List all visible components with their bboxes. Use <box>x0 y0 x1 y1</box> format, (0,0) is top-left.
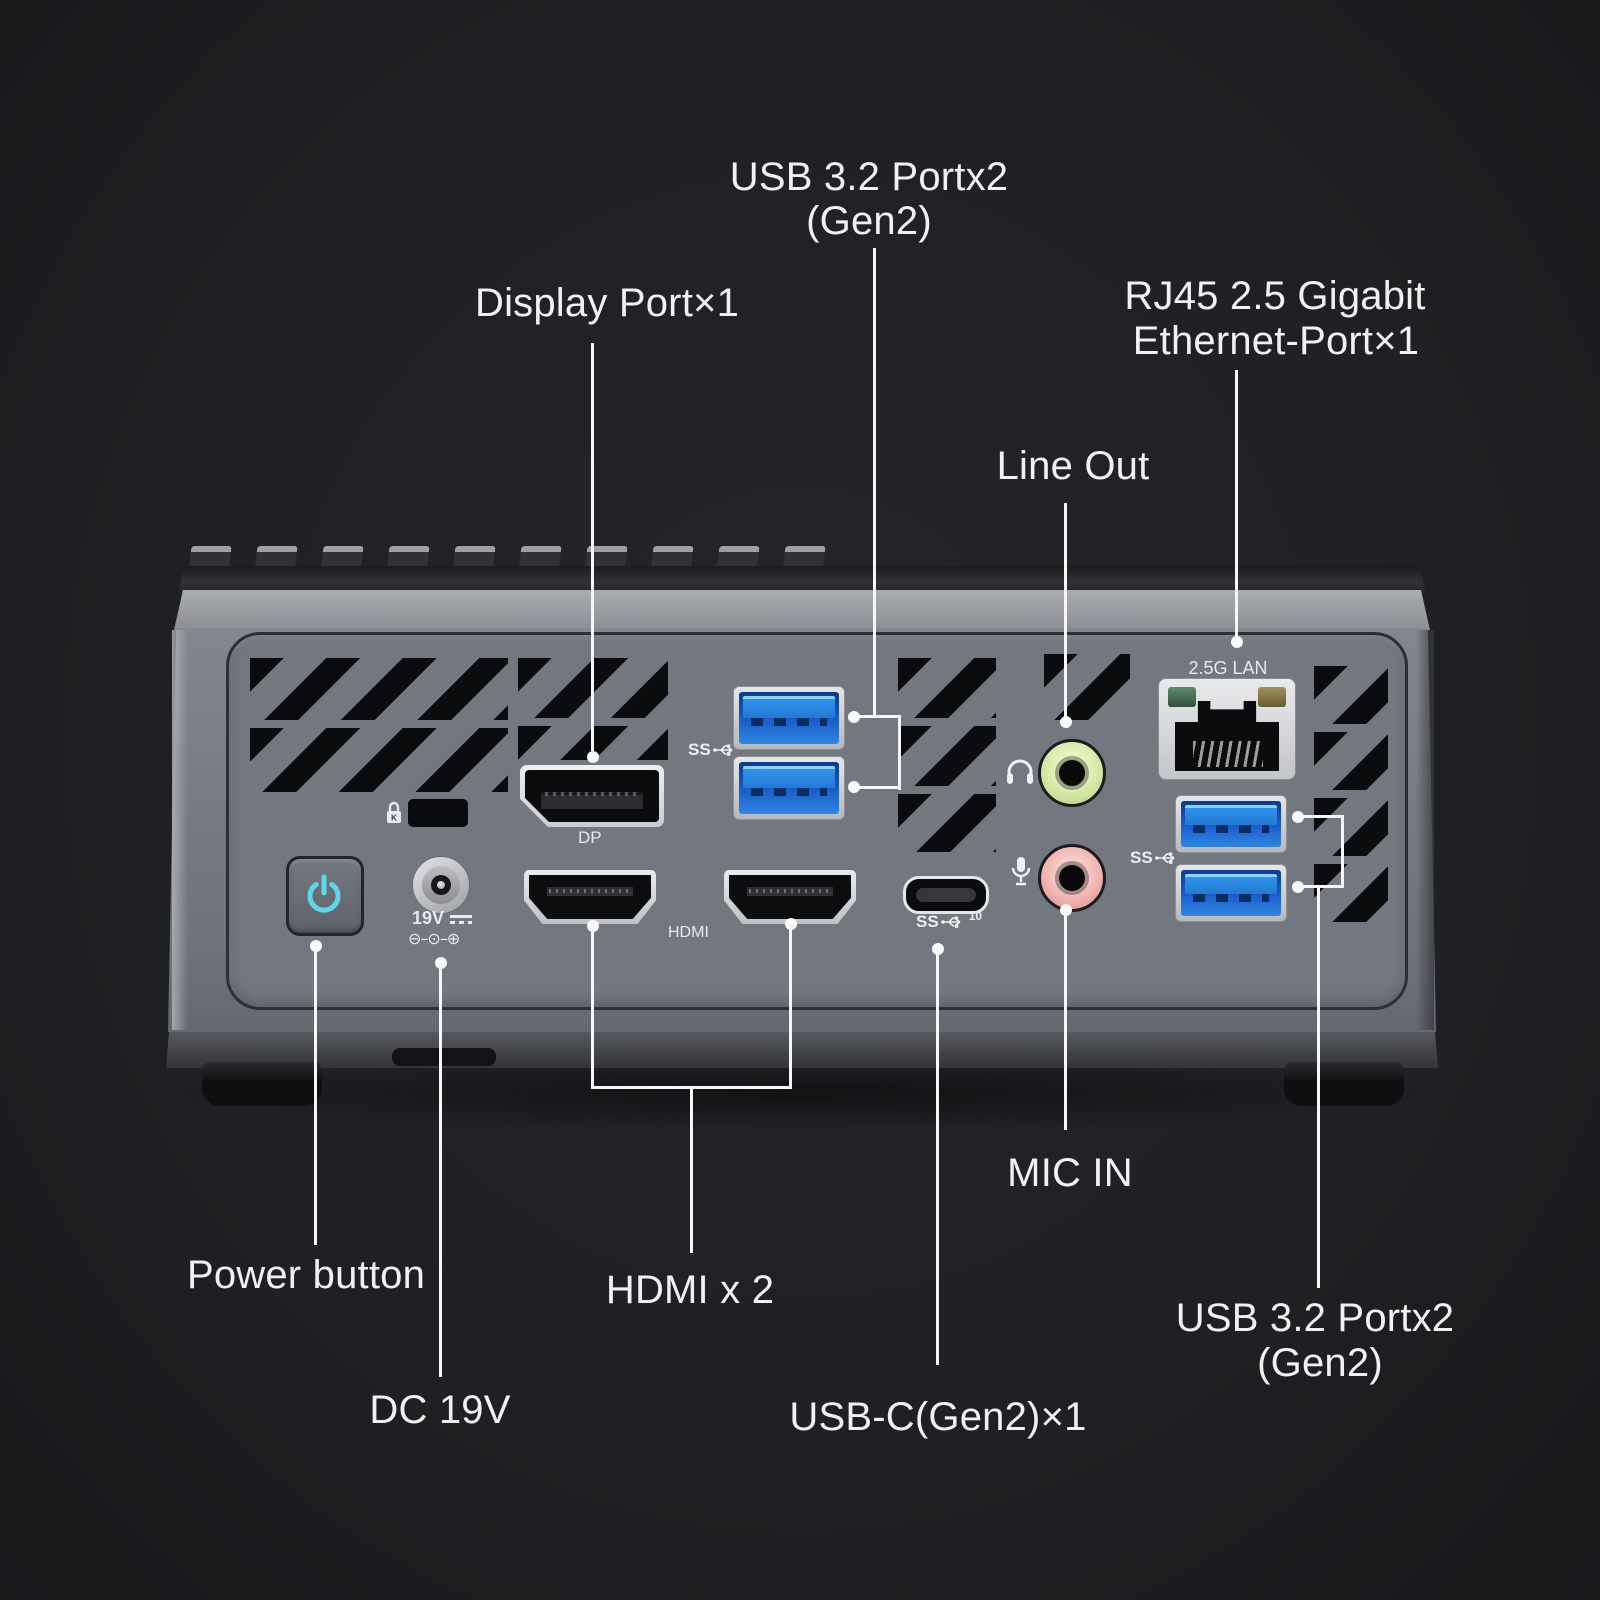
usb-c-port <box>903 876 989 914</box>
rj45-led-green <box>1168 687 1196 707</box>
label-rj45-line2: Ethernet-Port×1 <box>1132 319 1420 363</box>
mic-in-jack <box>1038 844 1106 912</box>
callout-bracket-hdmi <box>591 1086 792 1089</box>
vent-grille <box>250 728 508 792</box>
label-usb-c: USB-C(Gen2)×1 <box>789 1395 1087 1439</box>
callout-line-hdmi2 <box>789 924 792 1089</box>
callout-line-usb-right <box>1317 888 1320 1288</box>
dc-polarity-marking: ⊖–⊙–⊕ <box>408 929 460 948</box>
callout-dot-displayport <box>587 751 599 763</box>
vent-grille <box>1314 732 1388 790</box>
callout-line-lineout <box>1064 503 1067 719</box>
dc-voltage-marking: 19V <box>402 908 482 929</box>
rj45-led-amber <box>1258 687 1286 707</box>
usb-ss-icon <box>1154 852 1175 864</box>
callout-line-mic <box>1064 910 1067 1130</box>
label-dc-19v: DC 19V <box>369 1388 511 1432</box>
callout-bracket-usb-top <box>898 715 901 790</box>
label-usb-top-line1: USB 3.2 Portx2 <box>729 155 1009 199</box>
usb-a-port-4 <box>1175 864 1287 922</box>
usb-a-port-1 <box>733 686 845 750</box>
label-hdmi-x2: HDMI x 2 <box>605 1268 775 1312</box>
usb-ss-marking-left: SS <box>688 740 739 760</box>
callout-dot-rj45 <box>1231 636 1243 648</box>
label-mic-in: MIC IN <box>1007 1151 1133 1195</box>
callout-line-usbc <box>936 949 939 1365</box>
chassis-top-edge <box>178 566 1426 594</box>
dc-jack-pin <box>437 881 445 889</box>
callout-line-hdmi1 <box>591 926 594 1089</box>
label-rj45-line1: RJ45 2.5 Gigabit <box>1124 274 1426 318</box>
vent-grille <box>250 658 508 720</box>
callout-dot-usb2 <box>848 781 860 793</box>
microphone-icon <box>1011 857 1031 886</box>
callout-line-usb-top <box>873 248 876 717</box>
displayport-port <box>520 765 664 827</box>
chassis-left-highlight <box>172 630 188 1030</box>
line-out-jack <box>1038 739 1106 807</box>
label-usb-right-line1: USB 3.2 Portx2 <box>1175 1296 1455 1340</box>
headphone-icon <box>1007 759 1033 784</box>
callout-line-power <box>314 946 317 1245</box>
vent-grille <box>1314 798 1388 856</box>
label-display-port: Display Port×1 <box>474 281 740 325</box>
kensington-lock-icon: K <box>387 801 401 823</box>
vent-grille <box>898 658 996 718</box>
callout-bracket-usb-right <box>1341 815 1344 888</box>
dc-current-symbol <box>450 914 473 924</box>
vent-grille <box>1044 654 1130 720</box>
power-icon <box>307 874 341 913</box>
rj45-pins <box>1193 741 1263 767</box>
label-usb-right-line2: (Gen2) <box>1257 1341 1383 1385</box>
device-rear-foot <box>392 1048 496 1066</box>
callout-dot-lineout <box>1060 716 1072 728</box>
usb-ss-icon <box>940 916 961 928</box>
power-button <box>286 856 364 936</box>
hdmi-port-2 <box>724 870 856 924</box>
vent-grille <box>1314 864 1388 922</box>
displayport-cavity <box>525 770 659 822</box>
vent-grille <box>1314 666 1388 724</box>
dp-marking: DP <box>578 828 602 847</box>
callout-bracket-usb-top <box>855 786 901 789</box>
chassis-bottom-edge <box>166 1032 1438 1068</box>
hdmi-marking: HDMI <box>668 924 709 941</box>
callout-dot-usb1 <box>848 711 860 723</box>
dc-power-jack <box>412 856 470 914</box>
usb-c-speed-marking: SS 10 <box>916 909 983 931</box>
usb-ss-marking-right: SS <box>1130 848 1181 868</box>
callout-bracket-usb-right <box>1298 885 1344 888</box>
lan-marking: 2.5G LAN <box>1188 658 1268 678</box>
callout-line-rj45 <box>1235 370 1238 638</box>
label-power-button: Power button <box>186 1253 426 1297</box>
vent-grille <box>898 794 996 852</box>
kensington-lock-slot <box>408 799 468 827</box>
chassis-right-shade <box>1416 630 1434 1030</box>
callout-bracket-usb-top <box>855 715 901 718</box>
chassis-chamfer <box>174 590 1430 630</box>
label-usb-top-line2: (Gen2) <box>806 199 932 243</box>
hdmi-port-1 <box>524 870 656 924</box>
callout-line-displayport <box>591 343 594 751</box>
svg-text:K: K <box>391 814 397 823</box>
vent-grille <box>898 726 996 786</box>
callout-bracket-usb-right <box>1298 815 1344 818</box>
usb-a-port-3 <box>1175 795 1287 853</box>
device-shadow <box>150 1068 1450 1132</box>
usb-ss-icon <box>712 744 733 756</box>
device-foot-right <box>1284 1062 1404 1106</box>
label-line-out: Line Out <box>996 444 1150 488</box>
usb-a-port-2 <box>733 756 845 820</box>
callout-line-dc <box>439 963 442 1377</box>
device-foot-left <box>202 1062 322 1106</box>
callout-line-hdmi-drop <box>690 1089 693 1253</box>
rj45-ethernet-port <box>1158 678 1296 780</box>
